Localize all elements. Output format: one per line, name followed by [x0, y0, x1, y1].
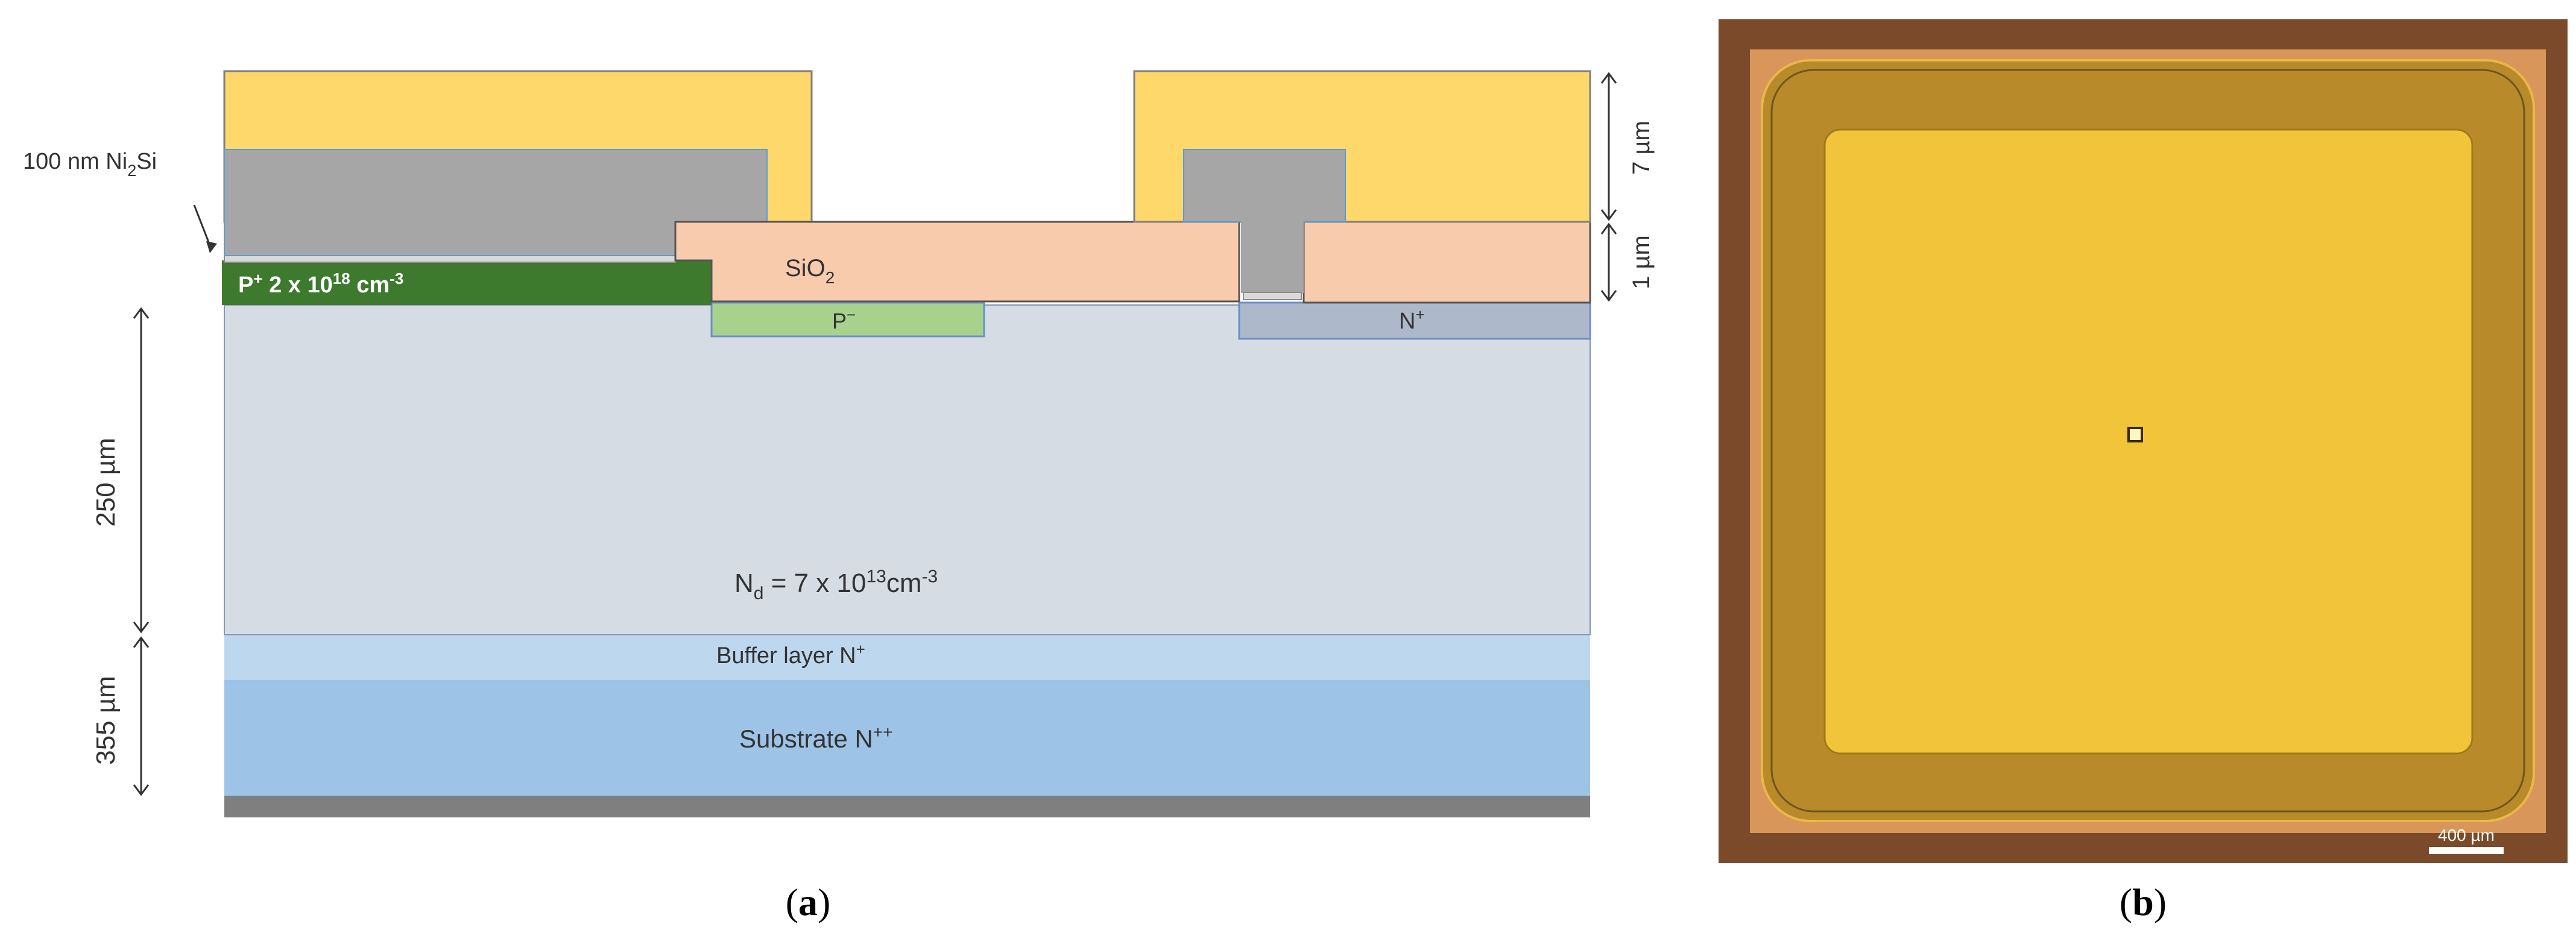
substrate-label: Substrate N++	[739, 723, 892, 753]
cross-section-diagram: 100 nm Ni2Si SiO2 P+ 2 x 1018 cm-3 P− N+…	[23, 70, 1655, 817]
p-minus-region	[710, 301, 985, 338]
oxide-thickness-dimension	[1600, 222, 1617, 302]
scale-bar	[2429, 847, 2504, 854]
buffer-layer-label: Buffer layer N+	[716, 640, 865, 669]
active-area-pad	[1823, 128, 2473, 755]
scale-bar-label: 400 µm	[2438, 826, 2495, 845]
panel-a-caption: (a)	[786, 881, 831, 923]
ni2si-pointer-arrowhead	[206, 241, 217, 253]
defect-spot	[2127, 427, 2143, 442]
ni2si-pointer-arrow	[193, 204, 212, 249]
substrate-layer	[224, 680, 1590, 796]
p-minus-label: P−	[832, 306, 856, 333]
drift-thickness-dimension	[133, 307, 150, 634]
right-ni2si-via	[1241, 221, 1304, 293]
substrate-thickness-label: 355 µm	[91, 676, 121, 765]
sio2-label: SiO2	[785, 255, 835, 287]
drift-region	[224, 304, 1591, 635]
drift-thickness-label: 250 µm	[91, 438, 121, 527]
right-ni2si-pad	[1183, 149, 1346, 222]
p-plus-region	[222, 260, 712, 305]
doping-concentration-label: Nd = 7 x 1013cm-3	[734, 567, 938, 603]
p-plus-label: P+ 2 x 1018 cm-3	[238, 269, 403, 298]
metal-thickness-dimension	[1600, 72, 1617, 221]
oxide-thickness-label: 1 µm	[1628, 235, 1655, 289]
metal-thickness-label: 7 µm	[1628, 121, 1655, 175]
sio2-oxide-layer	[674, 221, 1240, 303]
substrate-thickness-dimension	[133, 636, 150, 796]
backside-metal-layer	[224, 796, 1590, 817]
guard-ring-outline	[1770, 69, 2525, 813]
buffer-layer	[224, 635, 1590, 680]
sio2-oxide-right	[1302, 221, 1591, 304]
panel-b-caption: (b)	[2120, 881, 2167, 923]
ni2si-label: 100 nm Ni2Si	[23, 149, 157, 180]
right-ni2si-thin-film	[1243, 292, 1302, 300]
die-micrograph: 400 µm	[1719, 19, 2568, 863]
n-plus-label: N+	[1399, 306, 1425, 334]
